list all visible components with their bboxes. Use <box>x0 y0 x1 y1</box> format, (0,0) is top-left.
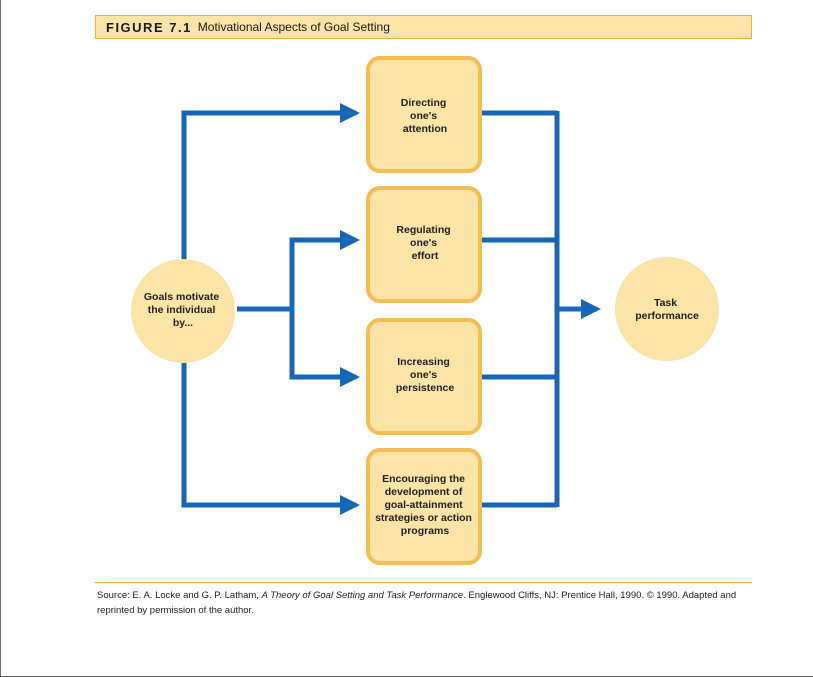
encouraging-line-5: programs <box>401 525 450 537</box>
task-performance-circle <box>615 257 719 361</box>
regulating-line-2: one's <box>410 237 437 249</box>
task-performance-label: Task performance <box>635 297 699 322</box>
arrow-to-increasing <box>289 309 360 387</box>
arrow-to-encouraging <box>181 358 360 515</box>
source-book-title: A Theory of Goal Setting and Task Perfor… <box>261 590 464 601</box>
box-encouraging <box>366 448 482 565</box>
directing-line-1: Directing <box>401 97 447 109</box>
box-directing-label: Directing one's attention <box>401 97 449 135</box>
encouraging-line-1: Encouraging the <box>382 473 465 485</box>
encouraging-line-4: strategies or action <box>375 512 472 524</box>
goals-label-line-1: Goals motivate <box>144 291 219 303</box>
goals-label-line-3: by... <box>173 317 193 329</box>
box-increasing-label: Increasing one's persistence <box>396 356 455 394</box>
box-regulating <box>366 186 482 303</box>
source-divider <box>95 582 752 583</box>
figure-header: FIGURE 7.1 Motivational Aspects of Goal … <box>95 15 752 39</box>
increasing-line-3: persistence <box>396 382 455 394</box>
increasing-line-1: Increasing <box>397 356 450 368</box>
goals-circle <box>131 259 235 363</box>
source-prefix: Source: E. A. Locke and G. P. Latham, <box>97 590 262 601</box>
box-encouraging-label: Encouraging the development of goal-atta… <box>375 473 475 537</box>
arrow-to-regulating <box>237 230 360 312</box>
increasing-line-2: one's <box>410 369 437 381</box>
figure-number: FIGURE 7.1 <box>106 19 192 35</box>
source-suffix: . Englewood Cliffs, NJ: Prentice Hall, 1… <box>97 590 737 616</box>
arrow-to-directing <box>181 103 360 288</box>
encouraging-line-2: development of <box>385 486 463 498</box>
box-increasing <box>366 318 482 435</box>
goals-label-line-2: the individual <box>148 304 216 316</box>
task-label-line-1: Task <box>654 297 677 309</box>
encouraging-line-3: goal-attainment <box>384 499 463 511</box>
directing-line-3: attention <box>403 123 447 135</box>
source-note: Source: E. A. Locke and G. P. Latham, A … <box>97 588 752 618</box>
directing-line-2: one's <box>410 110 437 122</box>
figure-title: Motivational Aspects of Goal Setting <box>197 20 390 34</box>
box-regulating-label: Regulating one's effort <box>396 224 453 262</box>
regulating-line-3: effort <box>412 250 439 262</box>
box-directing <box>366 56 482 173</box>
goals-circle-label: Goals motivate the individual by... <box>144 291 222 329</box>
regulating-line-1: Regulating <box>396 224 450 236</box>
task-label-line-2: performance <box>635 310 699 322</box>
